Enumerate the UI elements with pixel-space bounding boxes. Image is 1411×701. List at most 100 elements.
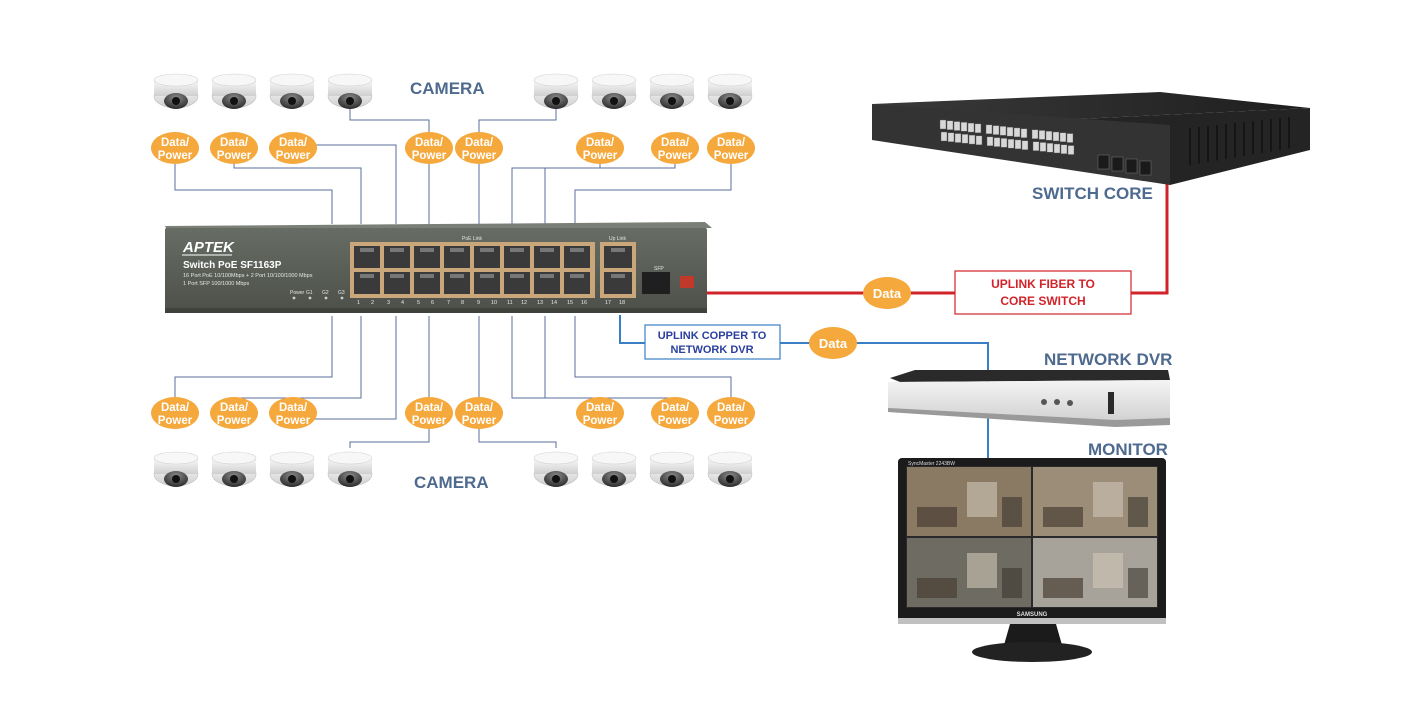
badge-line2: Power xyxy=(158,150,193,162)
fiber-box-line2: CORE SWITCH xyxy=(1000,294,1085,308)
data-power-badge: Data/Power xyxy=(455,397,503,429)
port-number: 12 xyxy=(521,300,527,306)
data-power-badge: Data/Power xyxy=(707,397,755,429)
core-sfp-port xyxy=(1125,158,1138,174)
core-port xyxy=(1059,132,1067,142)
core-port xyxy=(953,121,961,131)
core-port xyxy=(1007,138,1015,149)
dome-camera-icon xyxy=(153,451,199,487)
up-link-label: Up Link xyxy=(609,236,626,242)
monitor-camera-view xyxy=(1033,467,1157,536)
badge-line2: Power xyxy=(217,415,252,427)
badge-line2: Power xyxy=(412,415,447,427)
badge-line1: Data/ xyxy=(161,402,190,414)
badge-line1: Data/ xyxy=(586,402,615,414)
badge-line2: Power xyxy=(412,150,447,162)
led-label: G3 xyxy=(338,290,345,296)
data-power-badge: Data/Power xyxy=(455,132,503,164)
core-port xyxy=(992,125,1000,135)
port-number: 18 xyxy=(619,300,625,306)
rj45-port-tab xyxy=(570,274,584,278)
badge-line2: Power xyxy=(658,415,693,427)
fiber-uplink-line xyxy=(705,180,1169,295)
monitor-screen-title: SyncMaster 2243BW xyxy=(908,461,955,467)
core-port xyxy=(954,133,962,143)
badge-line1: Data/ xyxy=(161,137,190,149)
poe-switch-spec-1: 16 Port PoE 10/100Mbps + 2 Port 10/100/1… xyxy=(183,273,313,279)
dome-camera-icon xyxy=(649,451,695,487)
port-number: 4 xyxy=(401,300,404,306)
port-number: 3 xyxy=(387,300,390,306)
core-port xyxy=(1013,127,1021,138)
port-number: 9 xyxy=(477,300,480,306)
dome-camera-icon xyxy=(269,451,315,487)
network-dvr-label: NETWORK DVR xyxy=(1044,350,1172,369)
badge-line2: Power xyxy=(217,150,252,162)
core-port xyxy=(968,134,976,145)
core-port xyxy=(1045,131,1053,141)
core-sfp-port xyxy=(1097,154,1110,170)
camera-bottom-label: CAMERA xyxy=(414,473,489,492)
badge-line1: Data/ xyxy=(717,402,746,414)
poe-switch-icon: APTEK Switch PoE SF1163P 16 Port PoE 10/… xyxy=(165,222,712,313)
data-power-badge: Data/Power xyxy=(576,397,624,429)
dome-camera-icon xyxy=(707,451,753,487)
poe-switch-brand: APTEK xyxy=(182,239,235,256)
port-number: 7 xyxy=(447,300,450,306)
data-power-badge: Data/Power xyxy=(151,397,199,429)
data-power-badge: Data/Power xyxy=(651,132,699,164)
rj45-port-tab xyxy=(420,248,434,252)
dome-camera-icon xyxy=(327,451,373,487)
monitor-camera-view xyxy=(1033,538,1157,607)
badge-line1: Data/ xyxy=(220,137,249,149)
poe-switch-ports xyxy=(350,242,636,298)
badge-line1: Data/ xyxy=(661,402,690,414)
badge-line1: Data/ xyxy=(465,137,494,149)
copper-box-line1: UPLINK COPPER TO xyxy=(658,330,767,342)
core-port xyxy=(1000,138,1008,148)
core-sfp-port xyxy=(1139,160,1152,176)
data-power-badge: Data/Power xyxy=(405,132,453,164)
data-power-badge: Data/Power xyxy=(576,132,624,164)
dome-camera-icon xyxy=(533,451,579,487)
port-number: 6 xyxy=(431,300,434,306)
core-port xyxy=(1020,128,1028,138)
port-number: 11 xyxy=(507,300,513,306)
badge-line2: Power xyxy=(714,415,749,427)
monitor-brand: SAMSUNG xyxy=(1017,612,1048,618)
camera-top-label: CAMERA xyxy=(410,79,485,98)
rj45-port-tab xyxy=(540,248,554,252)
port-number: 1 xyxy=(357,300,360,306)
badge-line1: Data/ xyxy=(279,137,308,149)
poe-link-label: PoE Link xyxy=(462,236,483,242)
badge-line1: Data/ xyxy=(465,402,494,414)
rj45-port-tab xyxy=(360,248,374,252)
core-port xyxy=(1067,145,1075,155)
core-port xyxy=(946,120,954,130)
core-port xyxy=(1032,141,1040,151)
led-label: G1 xyxy=(306,290,313,296)
data-badge-copper: Data xyxy=(809,327,857,359)
core-port xyxy=(974,123,982,134)
led-indicator xyxy=(340,296,344,300)
dome-camera-icon xyxy=(649,73,695,109)
badge-line2: Power xyxy=(462,150,497,162)
dome-camera-icon xyxy=(269,73,315,109)
core-port xyxy=(947,132,955,142)
led-indicator xyxy=(308,296,312,300)
core-port xyxy=(960,122,968,132)
monitor-label: MONITOR xyxy=(1088,440,1168,459)
badge-line2: Power xyxy=(658,150,693,162)
dome-camera-icon xyxy=(211,451,257,487)
core-port xyxy=(1021,140,1029,150)
dome-camera-icon xyxy=(327,73,373,109)
rj45-port-tab xyxy=(450,274,464,278)
badge-line1: Data/ xyxy=(415,402,444,414)
port-number: 14 xyxy=(551,300,557,306)
port-number: 8 xyxy=(461,300,464,306)
core-port xyxy=(1031,129,1039,139)
rj45-port-tab xyxy=(480,248,494,252)
switch-core-label: SWITCH CORE xyxy=(1032,184,1153,203)
